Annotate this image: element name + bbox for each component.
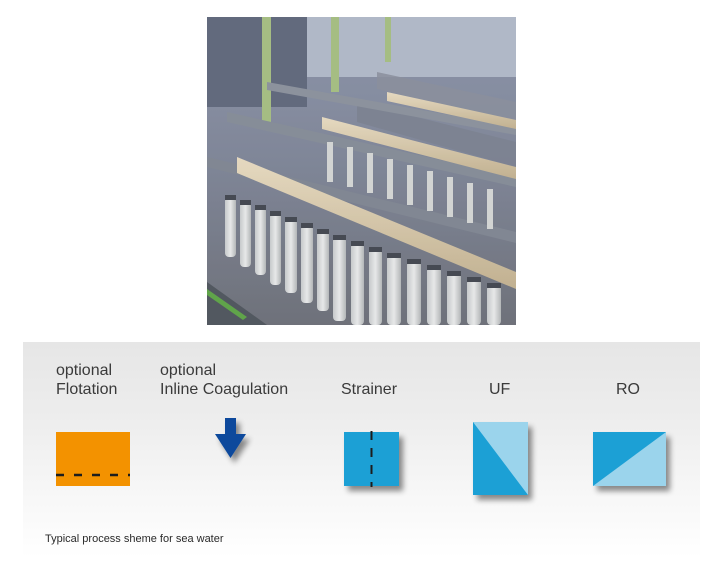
stage-label-ro: RO	[616, 380, 640, 399]
plant-photo	[207, 17, 516, 325]
stage-label-strainer-text: Strainer	[341, 381, 398, 398]
coagulation-arrow-icon	[215, 418, 246, 458]
diagram-caption: Typical process sheme for sea water	[45, 533, 224, 545]
stage-label-coagulation-line1: optional	[160, 362, 217, 379]
stage-label-uf: UF	[489, 380, 510, 399]
uf-membrane-symbol	[473, 422, 528, 495]
stage-label-coagulation: optional Inline Coagulation	[160, 361, 288, 399]
flotation-symbol	[56, 432, 130, 486]
stage-label-flotation: optional Flotation	[56, 361, 117, 399]
stage-label-ro-text: RO	[616, 381, 640, 398]
stage-label-uf-text: UF	[489, 381, 511, 398]
stage-label-strainer: Strainer	[341, 380, 397, 399]
ro-membrane-symbol	[593, 432, 666, 486]
stage-label-flotation-line1: optional	[56, 362, 113, 379]
strainer-symbol	[344, 432, 399, 486]
stage-label-flotation-line2: Flotation	[56, 381, 118, 398]
plant-photo-graphic	[207, 17, 516, 325]
stage-label-coagulation-line2: Inline Coagulation	[160, 381, 289, 398]
